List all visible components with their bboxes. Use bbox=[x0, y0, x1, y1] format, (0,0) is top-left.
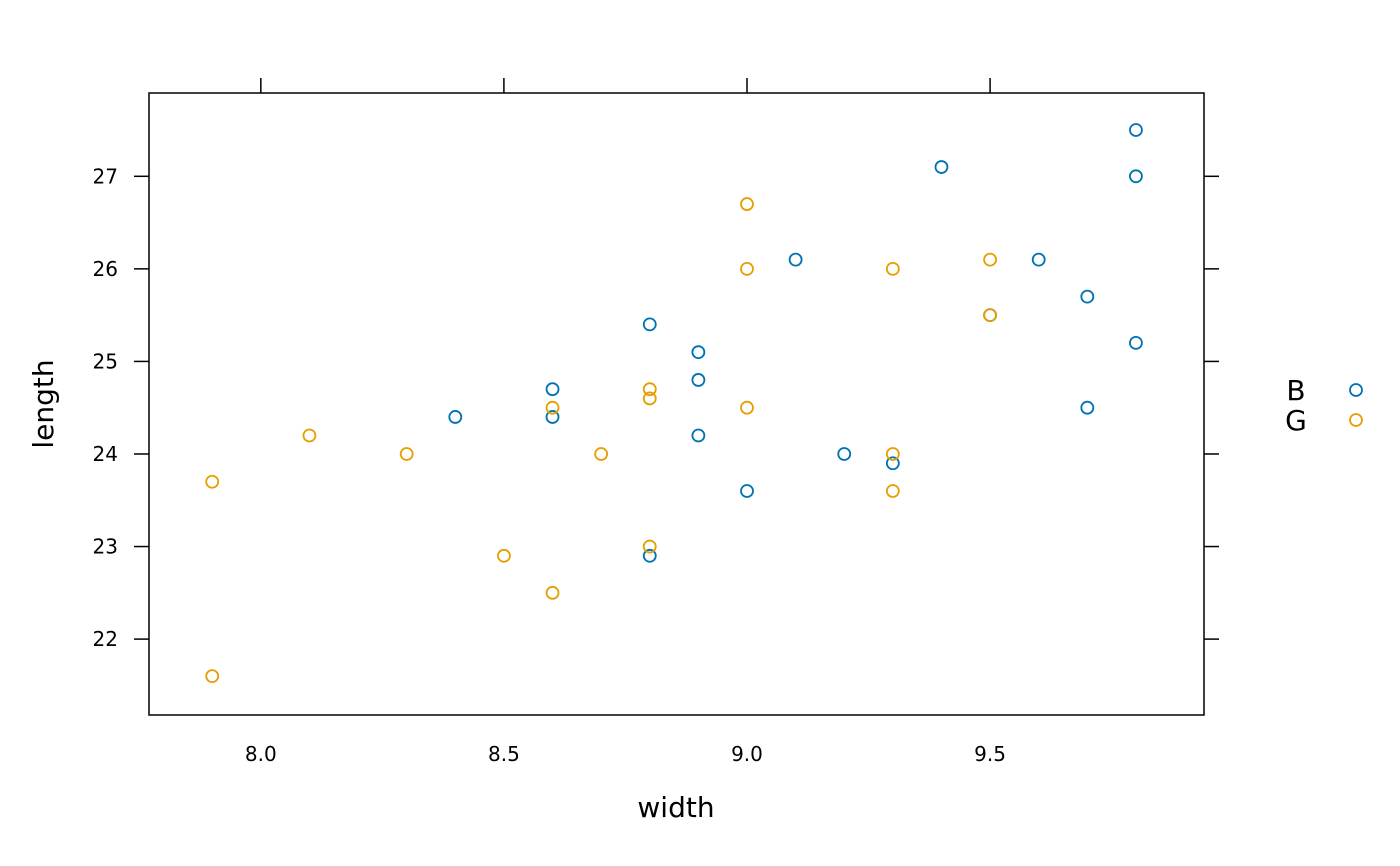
point-g bbox=[205, 474, 220, 489]
point-g bbox=[642, 391, 657, 406]
y-axis: 22 23 24 25 26 27 bbox=[93, 164, 1219, 651]
y-tick-label: 23 bbox=[93, 535, 118, 559]
point-g bbox=[594, 447, 609, 461]
point-b bbox=[691, 345, 706, 360]
legend: BG bbox=[1285, 374, 1363, 437]
point-g bbox=[302, 428, 317, 443]
point-g bbox=[205, 669, 220, 684]
point-b bbox=[691, 428, 706, 443]
point-g bbox=[740, 261, 754, 276]
y-axis-title: length bbox=[27, 359, 60, 448]
x-axis: 8.0 8.5 9.0 9.5 bbox=[245, 78, 1006, 766]
legend-marker-b bbox=[1349, 383, 1363, 397]
point-b bbox=[1080, 289, 1095, 304]
point-b bbox=[545, 410, 560, 424]
point-b bbox=[448, 410, 463, 424]
point-g bbox=[983, 252, 997, 267]
y-tick-label: 24 bbox=[93, 442, 118, 466]
point-b bbox=[691, 373, 706, 387]
point-g bbox=[497, 548, 511, 563]
point-g bbox=[399, 447, 414, 461]
x-axis-title: width bbox=[637, 791, 714, 824]
point-b bbox=[642, 548, 657, 563]
point-b bbox=[837, 447, 852, 461]
plot-frame bbox=[148, 92, 1205, 716]
point-g bbox=[885, 484, 900, 498]
point-b bbox=[545, 382, 560, 397]
point-g bbox=[885, 261, 900, 276]
x-tick-label: 9.5 bbox=[974, 742, 1006, 766]
data-points bbox=[205, 123, 1143, 684]
y-tick-label: 22 bbox=[93, 627, 118, 651]
point-b bbox=[934, 160, 949, 174]
point-b bbox=[1129, 123, 1143, 137]
x-tick-label: 8.0 bbox=[245, 742, 277, 766]
legend-marker-g bbox=[1349, 413, 1363, 427]
point-b bbox=[788, 252, 803, 267]
point-g bbox=[545, 400, 560, 415]
point-g bbox=[740, 400, 754, 415]
point-g bbox=[740, 197, 754, 211]
point-g bbox=[885, 447, 900, 461]
point-b bbox=[740, 484, 754, 498]
point-b bbox=[1129, 169, 1143, 184]
point-g bbox=[642, 382, 657, 397]
point-b bbox=[1080, 400, 1095, 415]
point-b bbox=[1129, 336, 1143, 350]
x-tick-label: 8.5 bbox=[488, 742, 520, 766]
point-b bbox=[642, 317, 657, 332]
legend-label-b: B bbox=[1286, 374, 1305, 407]
y-tick-label: 26 bbox=[93, 257, 118, 281]
y-tick-label: 27 bbox=[93, 164, 118, 188]
legend-label-g: G bbox=[1285, 404, 1307, 437]
y-tick-label: 25 bbox=[93, 349, 118, 373]
point-g bbox=[983, 308, 997, 323]
point-b bbox=[1031, 252, 1046, 267]
point-b bbox=[885, 456, 900, 471]
point-g bbox=[545, 585, 560, 600]
point-g bbox=[642, 539, 657, 554]
x-tick-label: 9.0 bbox=[731, 742, 763, 766]
